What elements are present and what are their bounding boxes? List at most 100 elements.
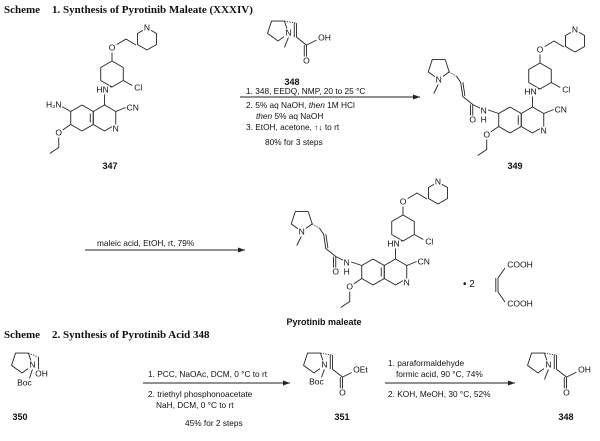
carboxylic-acid: COOH	[506, 298, 534, 309]
reaction-arrow-3-head	[283, 380, 290, 386]
quinoline-n: N	[539, 125, 548, 135]
bond	[349, 261, 362, 266]
reaction-arrow-4-head	[508, 380, 515, 386]
bond	[406, 192, 428, 200]
bond	[489, 126, 499, 133]
product-label: Pyrotinib maleate	[286, 317, 362, 327]
ethoxy-o: O	[345, 281, 355, 291]
step1-reagent-2: 2. 5% aq NaOH, then 1M HCl	[246, 100, 355, 110]
acid-oh: OH	[317, 32, 332, 43]
amide-h: H	[342, 266, 351, 276]
ester-oet: OEt	[352, 364, 369, 375]
bond	[325, 248, 337, 257]
bond	[414, 234, 424, 240]
ethyl	[477, 138, 488, 156]
ring	[528, 62, 552, 90]
scheme2-title: Scheme 2. Synthesis of Pyrotinib Acid 348	[4, 329, 210, 341]
s2-step1-reagent-2: 2. triethyl phosphonoacetate	[148, 389, 253, 399]
s2-step1-reagent-1: 1. PCC, NaOAc, DCM, 0 °C to rt	[148, 369, 268, 379]
stereo-bond	[284, 20, 297, 24]
pyridine-n: N	[570, 24, 580, 35]
ring	[428, 181, 448, 205]
carbonyl-o: O	[331, 266, 341, 276]
pyrrolidine-n: N	[297, 226, 306, 236]
pyrrolidine-n: N	[28, 359, 37, 370]
chloro: Cl	[424, 236, 435, 246]
ethyl	[340, 290, 351, 308]
s2-step1-reagent-2b: NaH, DCM, 0 °C to rt	[156, 400, 234, 410]
bond	[115, 38, 137, 46]
step1-reagent-3: 3. EtOH, acetone, ↑↓ to rt	[246, 122, 340, 132]
bond	[551, 82, 561, 88]
bond	[342, 371, 353, 378]
reagent-text: 5% aq NaOH	[272, 111, 324, 121]
bond	[296, 36, 307, 46]
vinyl	[460, 82, 464, 97]
salt-stoichiometry: • 2	[463, 279, 475, 290]
vinyl	[325, 234, 329, 249]
bond	[61, 106, 71, 112]
pyrrolidine-n: N	[544, 359, 553, 370]
ether-o: O	[107, 42, 117, 53]
bond	[497, 291, 506, 303]
compound-351-label: 351	[334, 412, 350, 422]
scheme-title-text: 1. Synthesis of Pyrotinib Maleate (XXXIV…	[52, 4, 253, 16]
amine: H₂N	[44, 99, 63, 109]
s2-step1-yield: 45% for 2 steps	[185, 418, 243, 428]
bond	[115, 107, 126, 112]
chloro: Cl	[133, 82, 144, 92]
bond	[319, 228, 325, 235]
scheme-title-text: 2. Synthesis of Pyrotinib Acid 348	[52, 329, 210, 341]
bond	[321, 369, 325, 378]
bond	[472, 104, 481, 109]
step2-reagent: maleic acid, EtOH, rt, 79%	[97, 238, 195, 248]
bond	[29, 369, 33, 379]
bond	[332, 368, 343, 378]
ethyl	[49, 136, 60, 154]
ring	[100, 60, 124, 88]
scheme-label: Scheme	[4, 329, 41, 341]
n-methyl	[433, 83, 440, 94]
bond	[497, 267, 506, 279]
reaction-arrow-2-head	[238, 247, 245, 253]
step1-reagent-2b: then 5% aq NaOH	[256, 111, 323, 121]
carbonyl-o: O	[338, 387, 347, 398]
nitrile: CN	[416, 256, 431, 266]
amide-n: N	[342, 257, 351, 267]
pyrrolidine-n: N	[284, 27, 293, 38]
anilino-nh: HN	[523, 86, 538, 97]
bond	[352, 278, 362, 285]
ring	[565, 29, 585, 53]
n-methyl	[284, 37, 289, 48]
reagent-text: 2. 5% aq NaOH,	[246, 100, 309, 110]
pyrrolidine-n: N	[320, 359, 329, 370]
s2-step2-reagent-1b: formic acid, 90 °C, 74%	[396, 369, 483, 379]
bond	[406, 261, 417, 266]
ethoxy-o: O	[482, 129, 492, 139]
anilino-nh: HN	[386, 238, 401, 249]
boc-group: Boc	[16, 377, 33, 388]
step1-yield: 80% for 3 steps	[265, 137, 323, 147]
compound-348b-label: 348	[558, 412, 574, 422]
bond	[306, 39, 317, 46]
compound-349-label: 349	[507, 161, 523, 171]
amide-h: H	[479, 114, 488, 124]
nitrile: CN	[553, 104, 568, 114]
stereo-bond	[28, 352, 39, 358]
bond	[543, 40, 565, 48]
carbonyl-o: O	[562, 387, 571, 398]
acid-oh: OH	[577, 364, 592, 375]
carboxylic-acid: COOH	[506, 259, 534, 270]
ring	[137, 27, 157, 51]
bond	[335, 256, 344, 261]
pyrrolidine-n: N	[434, 74, 443, 84]
nitrile: CN	[125, 102, 140, 112]
carbonyl-o: O	[468, 114, 478, 124]
stereo-bond	[320, 352, 333, 356]
quinoline-n: N	[111, 123, 120, 133]
n-methyl	[544, 369, 549, 380]
bond	[566, 371, 577, 378]
compound-348-label: 348	[284, 77, 300, 87]
bond	[486, 109, 499, 114]
